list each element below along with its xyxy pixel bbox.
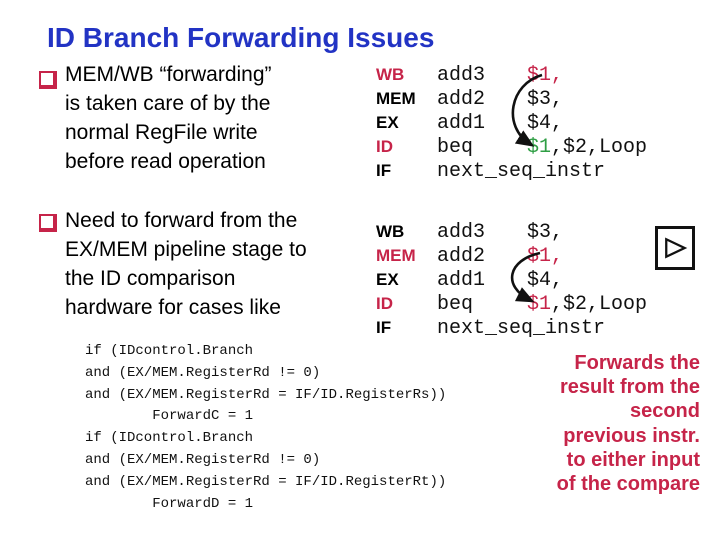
instruction-text: add3 [437,221,486,244]
forwarding-logic-code: if (IDcontrol.Branch and (EX/MEM.Registe… [85,341,446,515]
bullet-line: before read operation [65,150,266,173]
code-line: ForwardC = 1 [85,408,254,425]
next-action-button[interactable] [655,226,695,270]
register-operand: $3, [527,221,564,244]
register-operand: $1 [527,136,552,159]
bullet-text-forward: Need to forward from the EX/MEM pipeline… [65,206,307,322]
bullet-line: normal RegFile write [65,121,258,144]
instruction-text: beq [437,293,474,316]
note-line: of the compare [556,473,700,496]
register-operand: $1, [527,245,564,268]
instruction-text: add1 [437,269,486,292]
page-title: ID Branch Forwarding Issues [47,22,435,53]
instruction-text: add1 [437,112,486,135]
pipeline-stage-label: ID [376,137,393,156]
pipeline-stage-label: ID [376,294,393,313]
pipeline-stage-label: WB [376,222,405,241]
pipeline-listing-2: WB add3 $3, MEM add2 $1, EX add1 $4, ID beq $1,$… [376,220,647,340]
bullet-line: EX/MEM pipeline stage to [65,238,307,261]
note-line: previous instr. [563,424,700,447]
register-operand: $1, [527,64,564,87]
register-operand: $4, [527,269,564,292]
register-operand: $1 [527,293,552,316]
register-operand: ,$2,Loop [551,293,648,316]
pipeline-stage-label: EX [376,113,399,132]
pipeline-stage-label: IF [376,318,392,337]
pipeline-row: WB add3 $3, [376,220,647,244]
bullet-line: hardware for cases like [65,296,281,319]
code-line: if (IDcontrol.Branch [85,430,254,447]
instruction-text: add3 [437,64,486,87]
code-line: and (EX/MEM.RegisterRd = IF/ID.RegisterR… [85,386,447,403]
pipeline-row: EX add1 $4, [376,111,647,135]
forwarding-note: Forwards the result from the second prev… [440,351,700,496]
bullet-text-memwb: MEM/WB “forwarding” is taken care of by … [65,60,272,176]
instruction-text: next_seq_instr [437,317,606,340]
bullet-line: MEM/WB “forwarding” [65,63,272,86]
pipeline-row: MEM add2 $1, [376,244,647,268]
pipeline-row: ID beq $1,$2,Loop [376,135,647,159]
pipeline-row: IF next_seq_instr [376,316,647,340]
pipeline-row: IF next_seq_instr [376,159,647,183]
note-line: second [629,400,700,423]
instruction-text: add2 [437,88,486,111]
pipeline-stage-label: MEM [376,246,416,265]
code-line: if (IDcontrol.Branch [85,343,254,359]
instruction-text: beq [437,136,474,159]
square-bullet-icon [39,71,57,89]
pipeline-stage-label: WB [376,65,405,84]
register-operand: ,$2,Loop [551,136,648,159]
register-operand: $3, [527,88,564,111]
play-triangle-icon [665,237,688,259]
register-operand: $4, [527,112,564,135]
code-line: ForwardD = 1 [85,495,254,512]
note-line: Forwards the [574,352,700,374]
pipeline-row: WB add3 $1, [376,63,647,87]
code-line: and (EX/MEM.RegisterRd != 0) [85,364,321,381]
instruction-text: add2 [437,245,486,268]
pipeline-row: MEM add2 $3, [376,87,647,111]
code-line: and (EX/MEM.RegisterRd != 0) [85,451,321,468]
pipeline-listing-1: WB add3 $1, MEM add2 $3, EX add1 $4, ID beq $1,$… [376,63,647,183]
bullet-line: is taken care of by the [65,92,271,115]
note-line: to either input [566,448,700,471]
pipeline-stage-label: EX [376,270,399,289]
pipeline-stage-label: MEM [376,89,416,108]
bullet-line: Need to forward from the [65,209,298,232]
pipeline-row: EX add1 $4, [376,268,647,292]
pipeline-stage-label: IF [376,161,392,180]
note-line: result from the [559,376,700,399]
square-bullet-icon [39,214,57,232]
pipeline-row: ID beq $1,$2,Loop [376,292,647,316]
bullet-line: the ID comparison [65,267,236,290]
instruction-text: next_seq_instr [437,160,606,183]
code-line: and (EX/MEM.RegisterRd = IF/ID.RegisterR… [85,473,447,490]
